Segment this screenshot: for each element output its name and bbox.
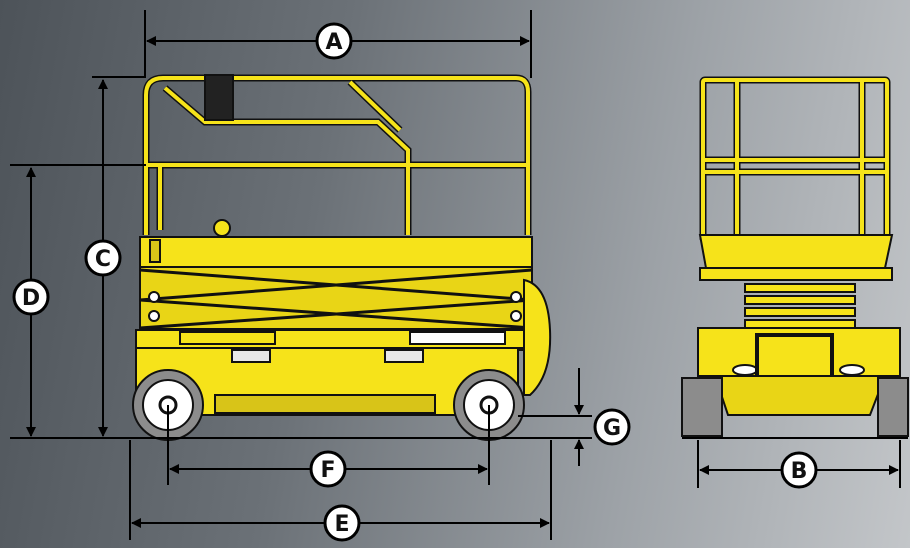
label-a-text: A — [325, 30, 342, 55]
label-b-text: B — [791, 459, 808, 484]
label-g: G — [593, 408, 631, 446]
label-f: F — [309, 450, 347, 488]
side-view-lift — [132, 74, 552, 441]
label-d-text: D — [22, 286, 40, 311]
label-a: A — [315, 22, 353, 60]
control-box — [204, 74, 234, 121]
chassis — [135, 278, 552, 416]
front-platform — [698, 234, 894, 269]
label-e: E — [323, 504, 361, 542]
label-e-text: E — [334, 512, 349, 537]
label-f-text: F — [320, 458, 335, 483]
label-c: C — [84, 239, 122, 277]
label-c-text: C — [95, 247, 111, 272]
rear-fender — [523, 278, 552, 396]
lanyard-anchor — [213, 219, 231, 237]
front-right-tire — [877, 377, 909, 437]
label-g-text: G — [603, 416, 621, 441]
label-d: D — [12, 278, 50, 316]
front-left-tire — [681, 377, 723, 437]
label-b: B — [780, 451, 818, 489]
side-guardrail — [142, 74, 532, 235]
front-scissor-stack — [744, 283, 856, 329]
scissor-arms — [139, 266, 533, 330]
platform-deck — [139, 236, 533, 268]
front-view-lift — [681, 76, 909, 437]
